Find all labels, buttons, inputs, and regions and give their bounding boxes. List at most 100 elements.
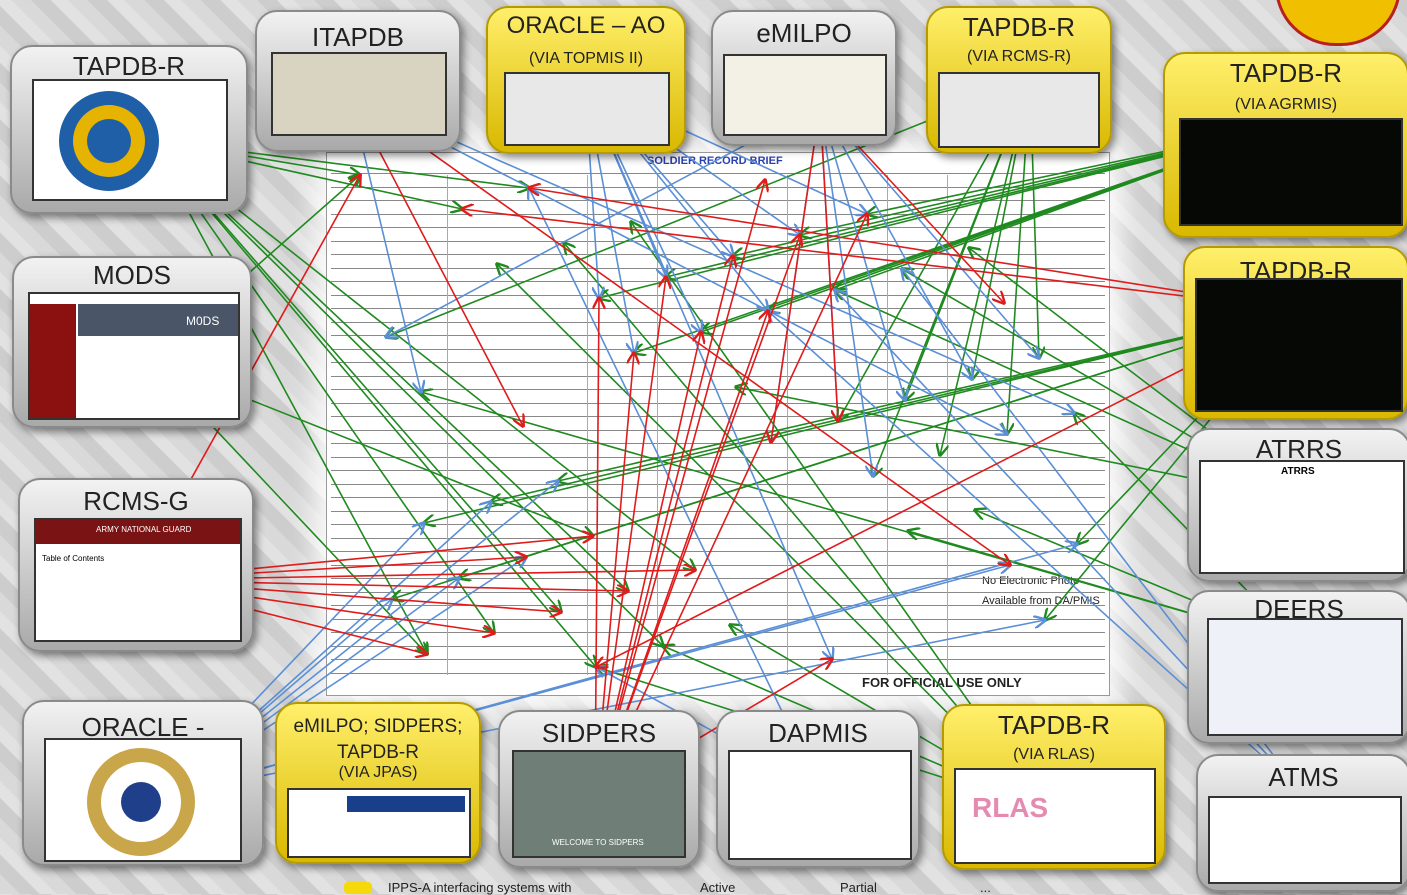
connection-arrow-itapdb	[349, 94, 1010, 565]
system-title: TAPDB-R	[997, 710, 1111, 740]
photo-note-line-2: Available from DA/PMIS	[982, 595, 1100, 607]
dept-army-seal-image	[44, 738, 242, 862]
doc-grid-row	[331, 591, 1105, 593]
usar-seal-image	[32, 79, 228, 201]
document-footer: FOR OFFICIAL USE ONLY	[862, 675, 1022, 690]
jpas-banner	[347, 796, 465, 812]
doc-grid-row	[331, 254, 1105, 255]
agrmis-terminal-screenshot	[1179, 118, 1403, 226]
rcms-g-banner-text: ARMY NATIONAL GUARD	[96, 525, 192, 534]
system-tapdb-r-rcms: TAPDB-R (VIA RCMS-R)	[926, 6, 1112, 154]
doc-grid-row	[331, 645, 1105, 647]
doc-grid-column	[787, 175, 788, 675]
legend: IPPS-A interfacing systems with Active P…	[340, 880, 1100, 895]
system-sidpers: SIDPERS WELCOME TO SIDPERS	[498, 710, 700, 868]
system-dapmis: DAPMIS	[716, 710, 920, 868]
sidpers-screenshot: WELCOME TO SIDPERS	[512, 750, 686, 858]
doc-grid-row	[331, 456, 1105, 458]
doc-grid-row	[331, 632, 1105, 633]
jpas-screenshot	[287, 788, 471, 858]
doc-grid-row	[331, 497, 1105, 498]
doc-grid-row	[331, 294, 1105, 296]
rlas-screenshot: RLAS	[954, 768, 1156, 864]
rcms-r-screenshot	[938, 72, 1100, 148]
doc-grid-column	[587, 175, 588, 675]
rcms-g-screenshot: ARMY NATIONAL GUARD Table of Contents	[34, 518, 242, 642]
system-tapdb-r-rlas: TAPDB-R (VIA RLAS) RLAS	[942, 704, 1166, 870]
emilpo-screenshot	[723, 54, 887, 136]
system-title: TAPDB-R	[962, 12, 1076, 42]
connection-arrow-usar	[149, 139, 695, 570]
doc-grid-row	[331, 308, 1105, 309]
connection-arrow-emilpo	[819, 104, 838, 421]
connection-arrow-sidpers	[594, 214, 867, 801]
doc-grid-row	[331, 200, 1105, 201]
mods-banner	[78, 304, 238, 336]
system-title: MODS	[93, 260, 171, 290]
system-title: ITAPDB	[312, 22, 404, 52]
doc-grid-row	[331, 429, 1105, 431]
connection-arrow-sidpers	[594, 256, 733, 801]
system-tapdb-r-usar: TAPDB-R	[10, 45, 248, 214]
doc-grid-column	[887, 175, 888, 675]
atrrs-logo: ATRRS	[1281, 466, 1315, 477]
rcms-g-banner	[36, 520, 240, 544]
system-title: eMILPO	[756, 18, 852, 48]
system-title: ORACLE -	[81, 712, 205, 742]
system-atms: ATMS	[1196, 754, 1407, 892]
doc-grid-row	[331, 402, 1105, 404]
connection-arrow-tapdb2	[462, 209, 1301, 311]
doc-grid-column	[447, 175, 448, 675]
doc-grid-row	[331, 321, 1105, 323]
system-title: TAPDB-R	[1229, 58, 1343, 88]
system-subtitle: (VIA TOPMIS II)	[528, 50, 644, 67]
connection-arrow-usar	[149, 139, 663, 646]
system-emilpo: eMILPO	[711, 10, 897, 146]
deers-screenshot	[1207, 618, 1403, 736]
legend-item-4: ...	[980, 880, 991, 895]
doc-grid-row	[331, 564, 1105, 566]
connection-arrow-itapdb	[349, 94, 1007, 434]
system-itapdb: ITAPDB	[255, 10, 461, 152]
sidpers-welcome: WELCOME TO SIDPERS	[552, 838, 644, 847]
system-title: ORACLE – AO	[506, 12, 666, 39]
connection-arrow-emilpo	[819, 104, 972, 379]
mods-screenshot: M0DS	[28, 292, 240, 420]
system-subtitle: (VIA JPAS)	[338, 764, 418, 781]
rlas-logo: RLAS	[972, 792, 1049, 823]
legend-item-2: Active	[700, 880, 736, 895]
doc-grid-row	[331, 537, 1105, 539]
system-jpas: eMILPO; SIDPERS; TAPDB-R (VIA JPAS)	[275, 702, 481, 864]
system-oracle: ORACLE -	[22, 700, 264, 866]
doc-grid-row	[331, 659, 1105, 660]
system-subtitle: (VIA RCMS-R)	[967, 48, 1071, 65]
atrrs-screenshot: ATRRS	[1199, 460, 1405, 574]
system-title: TAPDB-R	[72, 51, 186, 81]
doc-grid-row	[331, 672, 1105, 674]
system-subtitle: (VIA RLAS)	[1013, 746, 1095, 763]
connection-arrow-emilpo	[819, 104, 1039, 358]
dapmis-screenshot	[728, 750, 912, 860]
connection-arrow-usar	[149, 139, 628, 591]
system-title: ATRRS	[1255, 434, 1343, 464]
itapdb-screenshot	[271, 52, 447, 136]
legend-item-1: IPPS-A interfacing systems with	[388, 880, 572, 895]
system-atrrs: ATRRS ATRRS	[1187, 428, 1407, 582]
doc-grid-row	[331, 281, 1105, 282]
connection-arrow-emilpo	[819, 104, 905, 400]
rcms-g-contents: Table of Contents	[42, 554, 105, 563]
doc-grid-row	[331, 618, 1105, 620]
connection-arrow-tapdb2	[558, 309, 1301, 481]
legend-item-3: Partial	[840, 880, 877, 895]
tapdb-r-terminal-screenshot	[1195, 278, 1403, 412]
doc-grid-row	[331, 335, 1105, 336]
system-oracle-ao: ORACLE – AO (VIA TOPMIS II)	[486, 6, 686, 154]
legend-yellow-swatch	[344, 882, 372, 894]
doc-grid-row	[331, 186, 1105, 188]
doc-grid-row	[331, 362, 1105, 363]
doc-grid-row	[331, 240, 1105, 242]
doc-grid-row	[331, 510, 1105, 512]
system-tapdb-r-2: TAPDB-R	[1183, 246, 1407, 420]
doc-grid-row	[331, 227, 1105, 228]
connection-arrow-tapdb2	[424, 309, 1301, 523]
